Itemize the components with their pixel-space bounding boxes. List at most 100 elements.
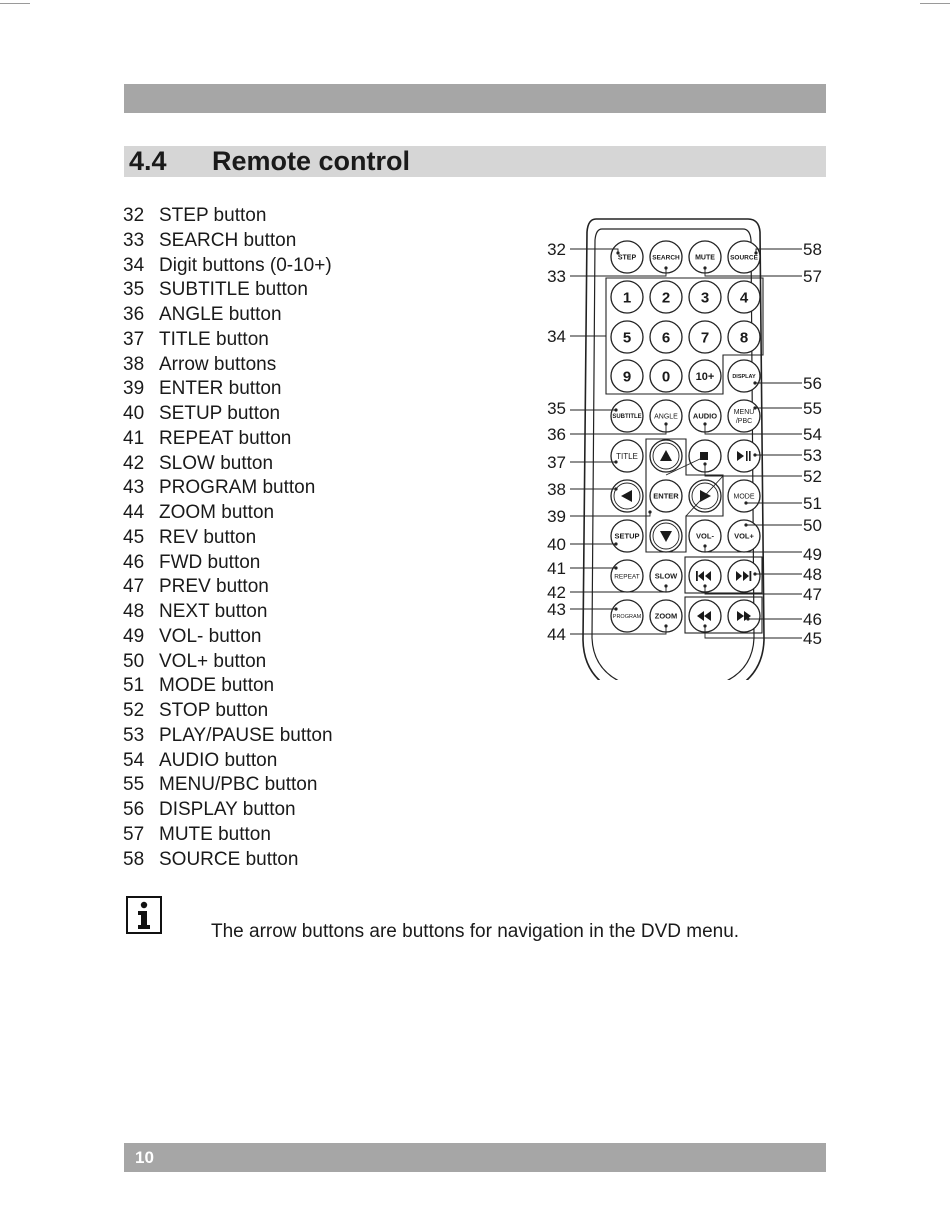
legend-label: ENTER button [159,378,282,400]
callout-number-left: 41 [547,559,566,578]
fwd-tri-icon [737,611,744,621]
digit-1-key-label: 1 [623,289,631,306]
callout-number-right: 55 [803,399,822,418]
legend-number: 36 [123,304,145,325]
legend-label: REPEAT button [159,427,292,449]
source-key-label: SOURCE [730,254,758,261]
digit-frame [605,277,764,395]
setup-key-circle [610,519,644,553]
legend-number: 52 [123,700,145,721]
callout-dot [664,422,668,426]
callout-dot [614,460,618,464]
mode-key-label: MODE [734,494,755,501]
legend-number: 33 [123,229,145,251]
legend-label: MODE button [159,675,275,697]
digit-0-key-label: 0 [662,368,670,385]
callout-number-right: 49 [803,545,822,564]
callout-dot [744,501,748,505]
legend-label: SEARCH button [159,229,297,251]
legend-label: REV button [159,526,257,548]
note-text: The arrow buttons are buttons for naviga… [211,921,740,942]
legend-label: TITLE button [159,328,269,350]
legend-label: MENU/PBC button [159,774,318,796]
digit-10plus-key-label: 10+ [696,371,715,383]
enter-key-circle [649,479,683,513]
callout-number-right: 58 [803,240,822,259]
callout-dot [703,584,707,588]
digit-3-key-circle [688,280,722,314]
legend-label: AUDIO button [159,749,278,771]
callout-number-left: 40 [547,535,566,554]
vol-plus-key-label: VOL+ [734,532,754,541]
legend-number: 34 [123,254,145,276]
legend-label: PROGRAM button [159,477,316,499]
title-key-circle [610,439,644,473]
callout-dot [744,523,748,527]
footer-bar: 10 [124,1143,826,1172]
skip-frame [684,556,763,594]
legend-label: PLAY/PAUSE button [159,724,333,746]
digit-9-key-label: 9 [623,368,631,385]
callout-number-right: 51 [803,494,822,513]
callout-dot [746,617,750,621]
audio-key-label: AUDIO [693,412,717,421]
legend-number: 38 [123,353,145,375]
digit-2-key-circle [649,280,683,314]
callout-dot [703,462,707,466]
legend-label: NEXT button [159,601,268,622]
callout-leader [704,424,802,435]
callout-leader [570,586,667,593]
callout-number-left: 43 [547,600,566,619]
legend-item: 43 PROGRAM button [123,476,333,501]
callout-leader [685,475,724,517]
title-key-label: TITLE [616,452,638,461]
callout-number-left: 33 [547,267,566,286]
digit-7-key-circle [688,320,722,354]
menu-key-label: MENU [734,409,755,416]
callout-number-left: 38 [547,480,566,499]
scan-frame [684,596,763,634]
legend-item: 48 NEXT button [123,600,333,625]
legend-number: 53 [123,724,145,746]
callout-leader [704,626,802,639]
search-key-label: SEARCH [652,254,680,261]
legend-number: 48 [123,601,145,622]
legend-label: VOL- button [159,625,262,647]
legend-number: 35 [123,279,145,301]
next-tri-icon [743,571,749,581]
stop-icon [700,452,708,460]
digit-5-key-circle [610,320,644,354]
section-heading: 4.4 Remote control [124,146,826,177]
legend-number: 43 [123,477,145,499]
callout-dot [703,624,707,628]
next-bar-icon [749,571,752,581]
legend-label: SLOW button [159,452,274,474]
legend-label: ZOOM button [159,502,275,523]
callout-number-left: 34 [547,327,566,346]
legend-label: FWD button [159,551,261,573]
digit-6-key-label: 6 [662,329,670,346]
program-key-circle [610,599,644,633]
digit-6-key-circle [649,320,683,354]
prev-bar-icon [696,571,698,581]
callout-dot [754,251,758,255]
left-arrow-icon [621,490,632,502]
callout-dot [664,266,668,270]
callout-number-right: 56 [803,374,822,393]
program-key-label: PROGRAM [613,614,642,620]
legend-item: 53 PLAY/PAUSE button [123,724,333,749]
next-tri-icon [736,571,742,581]
callout-leader [704,586,802,595]
vol-minus-key-label: VOL- [696,532,714,541]
rev-tri-icon [704,611,711,621]
crop-mark-right [920,3,950,4]
section-title: Remote control [212,146,411,176]
